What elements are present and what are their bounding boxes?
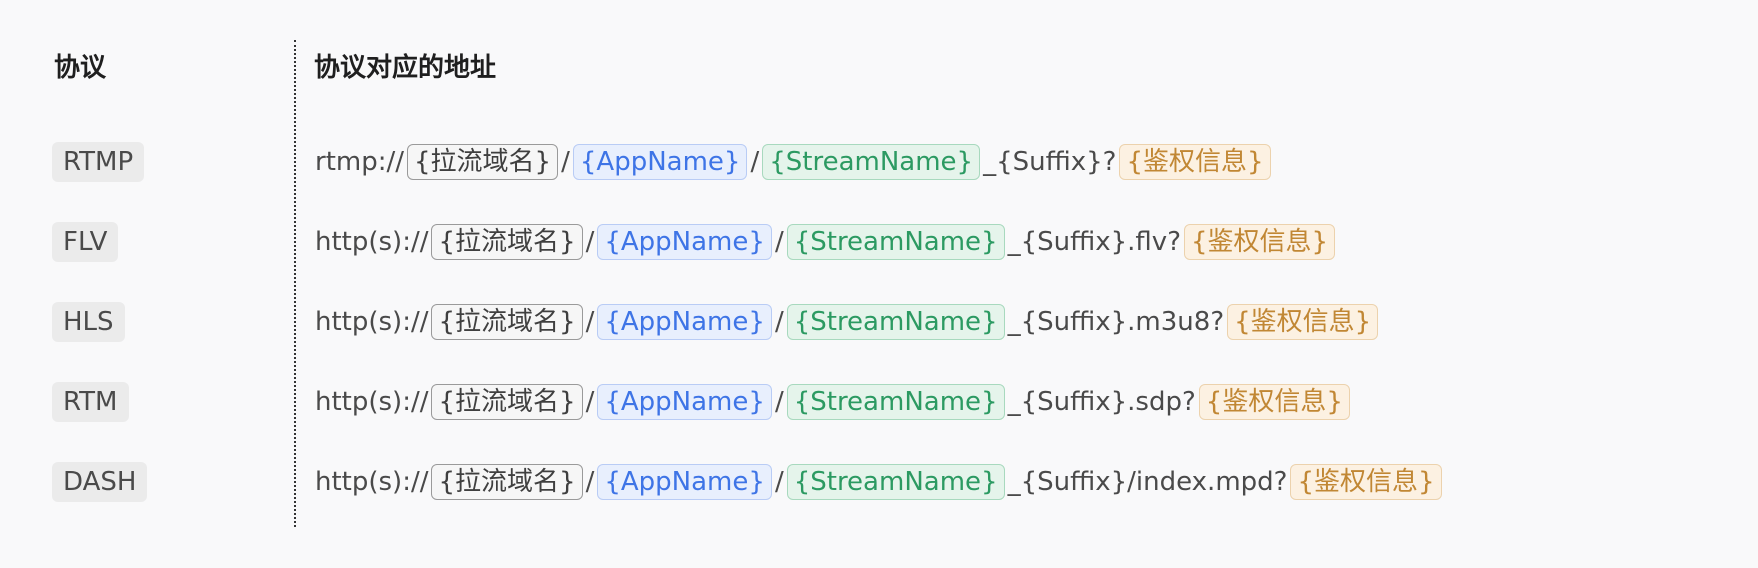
streamname-token: {StreamName} xyxy=(786,384,1005,420)
table-row: RTMP rtmp:// {拉流域名} / {AppName} / {Strea… xyxy=(0,140,1758,184)
domain-token: {拉流域名} xyxy=(431,384,583,420)
url-scheme: http(s):// xyxy=(315,387,429,417)
domain-token: {拉流域名} xyxy=(407,144,559,180)
url-separator: / xyxy=(585,467,595,497)
url-suffix: _{Suffix}/index.mpd? xyxy=(1007,467,1288,497)
domain-token: {拉流域名} xyxy=(431,224,583,260)
table-row: FLV http(s):// {拉流域名} / {AppName} / {Str… xyxy=(0,220,1758,264)
protocol-badge: FLV xyxy=(52,222,119,262)
url-separator: / xyxy=(774,227,784,257)
protocol-column-header: 协议 xyxy=(54,53,107,83)
url-scheme: rtmp:// xyxy=(315,147,404,177)
auth-token: {鉴权信息} xyxy=(1198,384,1350,420)
streamname-token: {StreamName} xyxy=(786,224,1005,260)
streamname-token: {StreamName} xyxy=(762,144,981,180)
address-url: rtmp:// {拉流域名} / {AppName} / {StreamName… xyxy=(314,140,1273,184)
address-url: http(s):// {拉流域名} / {AppName} / {StreamN… xyxy=(314,220,1337,264)
url-separator: / xyxy=(774,387,784,417)
streamname-token: {StreamName} xyxy=(786,304,1005,340)
protocol-badge: RTM xyxy=(52,382,129,422)
address-url: http(s):// {拉流域名} / {AppName} / {StreamN… xyxy=(314,300,1380,344)
domain-token: {拉流域名} xyxy=(431,464,583,500)
url-scheme: http(s):// xyxy=(315,227,429,257)
url-separator: / xyxy=(750,147,760,177)
auth-token: {鉴权信息} xyxy=(1290,464,1442,500)
url-separator: / xyxy=(561,147,570,177)
appname-token: {AppName} xyxy=(597,464,772,500)
protocol-badge: HLS xyxy=(52,302,125,342)
column-divider xyxy=(294,40,296,527)
url-separator: / xyxy=(585,387,595,417)
appname-token: {AppName} xyxy=(572,144,748,180)
address-url: http(s):// {拉流域名} / {AppName} / {StreamN… xyxy=(314,380,1352,424)
url-scheme: http(s):// xyxy=(315,307,429,337)
url-scheme: http(s):// xyxy=(315,467,429,497)
url-suffix: _{Suffix}.flv? xyxy=(1007,227,1181,257)
table-row: DASH http(s):// {拉流域名} / {AppName} / {St… xyxy=(0,460,1758,504)
appname-token: {AppName} xyxy=(597,384,772,420)
url-separator: / xyxy=(585,307,595,337)
url-separator: / xyxy=(774,467,784,497)
address-url: http(s):// {拉流域名} / {AppName} / {StreamN… xyxy=(314,460,1444,504)
protocol-badge: RTMP xyxy=(52,142,145,182)
url-separator: / xyxy=(585,227,595,257)
auth-token: {鉴权信息} xyxy=(1119,144,1271,180)
appname-token: {AppName} xyxy=(597,304,772,340)
table-row: HLS http(s):// {拉流域名} / {AppName} / {Str… xyxy=(0,300,1758,344)
protocol-badge: DASH xyxy=(52,462,148,502)
url-separator: / xyxy=(774,307,784,337)
url-suffix: _{Suffix}? xyxy=(983,147,1117,177)
domain-token: {拉流域名} xyxy=(431,304,583,340)
appname-token: {AppName} xyxy=(597,224,772,260)
address-column-header: 协议对应的地址 xyxy=(314,53,497,83)
auth-token: {鉴权信息} xyxy=(1227,304,1379,340)
table-row: RTM http(s):// {拉流域名} / {AppName} / {Str… xyxy=(0,380,1758,424)
auth-token: {鉴权信息} xyxy=(1184,224,1336,260)
streamname-token: {StreamName} xyxy=(786,464,1005,500)
url-suffix: _{Suffix}.sdp? xyxy=(1007,387,1196,417)
url-suffix: _{Suffix}.m3u8? xyxy=(1007,307,1225,337)
